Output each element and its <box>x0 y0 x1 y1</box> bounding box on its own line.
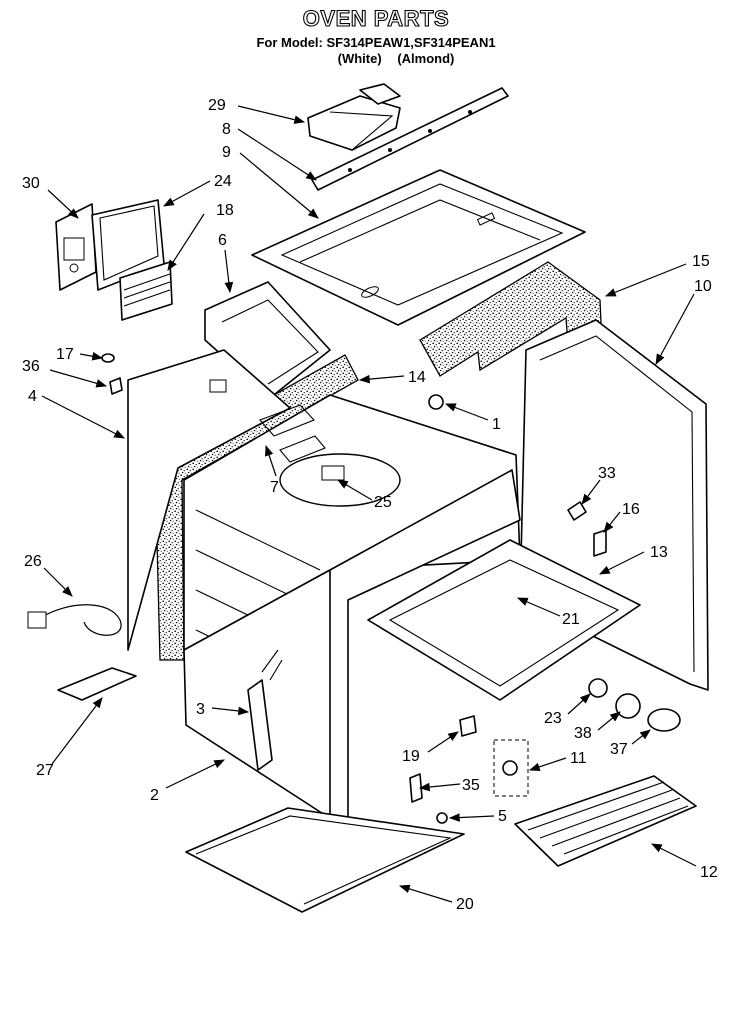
part-vent-duct <box>204 281 331 399</box>
part-brackets-screws <box>409 715 477 824</box>
callout-4: 4 <box>28 388 37 405</box>
callout-13: 13 <box>650 544 668 561</box>
callout-1: 1 <box>492 416 501 433</box>
callout-25: 25 <box>374 494 392 511</box>
callout-16: 16 <box>622 501 640 518</box>
callout-27: 27 <box>36 762 54 779</box>
part-terminal-block <box>119 261 173 321</box>
part-bottom-panel <box>185 807 465 913</box>
color-almond: (Almond) <box>397 51 455 66</box>
callout-17: 17 <box>56 346 74 363</box>
part-small-hardware <box>101 353 607 557</box>
callout-2: 2 <box>150 787 159 804</box>
callout-36: 36 <box>22 358 40 375</box>
part-anti-tip-bracket <box>57 667 137 701</box>
callout-11: 11 <box>570 750 587 767</box>
callout-38: 38 <box>574 725 592 742</box>
callout-3: 3 <box>196 701 205 718</box>
callout-33: 33 <box>598 465 616 482</box>
color-white: (White) <box>337 51 382 66</box>
part-power-cord <box>27 604 122 636</box>
callout-19: 19 <box>402 748 420 765</box>
part-safety-valve <box>493 739 529 797</box>
callout-23: 23 <box>544 710 562 727</box>
callout-29: 29 <box>208 97 226 114</box>
callout-26: 26 <box>24 553 42 570</box>
color-variants: (White) (Almond) <box>0 51 752 66</box>
callout-10: 10 <box>694 278 712 295</box>
callout-15: 15 <box>692 253 710 270</box>
callout-37: 37 <box>610 741 628 758</box>
part-top-rail <box>311 87 509 191</box>
part-oven-door-liner <box>367 539 641 701</box>
part-door-hinge <box>247 649 283 771</box>
part-top-frame <box>251 169 586 326</box>
callout-7: 7 <box>270 479 279 496</box>
callout-20: 20 <box>456 896 474 913</box>
callout-35: 35 <box>462 777 480 794</box>
model-line: For Model: SF314PEAW1,SF314PEAN1 <box>256 35 496 50</box>
diagram-header: OVEN PARTS For Model: SF314PEAW1,SF314PE… <box>0 0 752 72</box>
callout-9: 9 <box>222 144 231 161</box>
part-oven-rack <box>514 775 697 867</box>
callout-labels: 29 8 9 30 24 18 6 15 10 17 36 4 14 1 7 2… <box>22 97 718 913</box>
callout-14: 14 <box>408 369 426 386</box>
part-oven-light <box>588 678 681 732</box>
part-vent-deflector <box>307 83 401 151</box>
callout-6: 6 <box>218 232 227 249</box>
callout-5: 5 <box>498 808 507 825</box>
callout-24: 24 <box>214 173 232 190</box>
callout-leaders <box>41 105 697 903</box>
callout-8: 8 <box>222 121 231 138</box>
callout-30: 30 <box>22 175 40 192</box>
callout-18: 18 <box>216 202 234 219</box>
callout-12: 12 <box>700 864 718 881</box>
diagram-title: OVEN PARTS <box>302 5 450 31</box>
part-left-side-panel <box>127 349 291 651</box>
callout-21: 21 <box>562 611 580 628</box>
